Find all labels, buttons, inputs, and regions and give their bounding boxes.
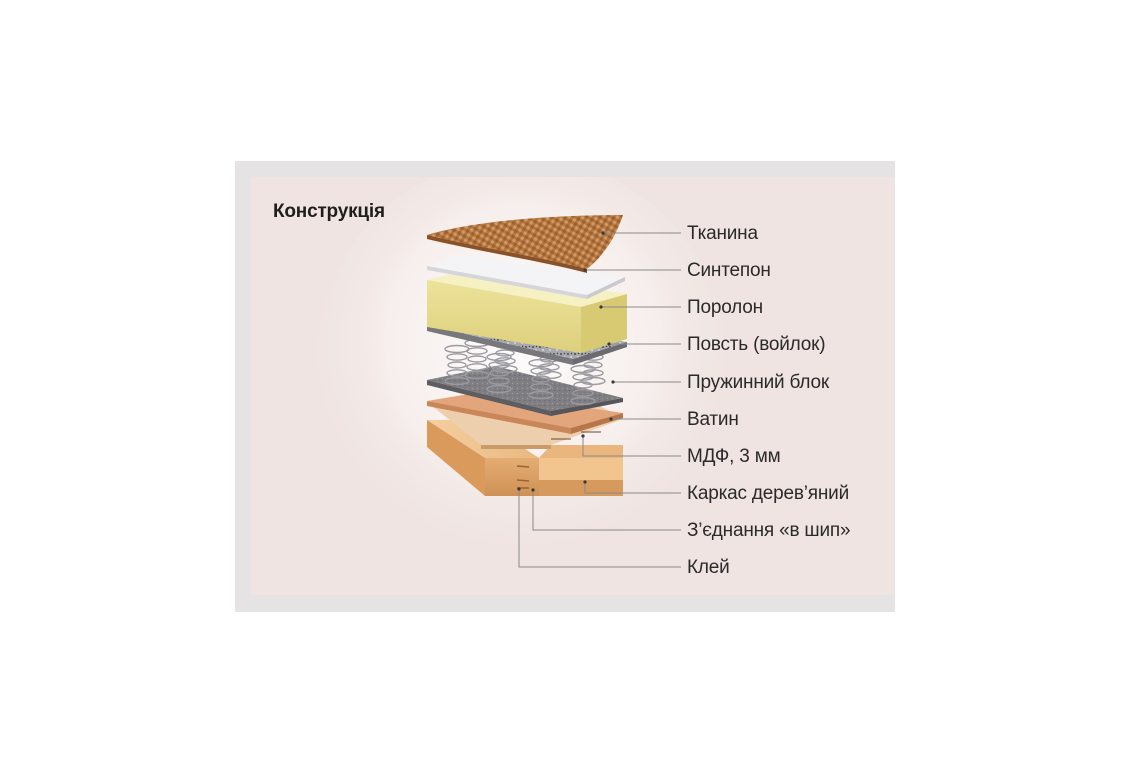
label-wadding: Ватин xyxy=(687,409,739,430)
leader-line-glue xyxy=(518,489,681,568)
label-glue: Клей xyxy=(687,557,730,578)
fabric-layer xyxy=(427,215,623,273)
leader-line-tenon-joint xyxy=(532,490,681,531)
construction-panel: Конструкція Тканина Синтепон Поролон Пов… xyxy=(251,177,894,595)
felt-bottom-layer xyxy=(427,366,623,416)
label-mdf: МДФ, 3 мм xyxy=(687,446,781,467)
label-felt: Повсть (войлок) xyxy=(687,334,826,355)
label-fabric: Тканина xyxy=(687,223,758,244)
background-glow xyxy=(316,177,726,567)
label-wooden-frame: Каркас дерев’яний xyxy=(687,483,849,504)
label-foam: Поролон xyxy=(687,297,763,318)
layers-illustration xyxy=(316,177,726,568)
leader-line-mdf xyxy=(582,436,681,457)
leader-lines xyxy=(518,232,681,568)
spring-block xyxy=(444,332,606,406)
leader-dots xyxy=(517,231,615,492)
foam-layer xyxy=(427,270,627,353)
label-spring-block: Пружинний блок xyxy=(687,372,829,393)
leader-line-wooden-frame xyxy=(584,482,681,494)
sintepon-layer xyxy=(427,255,625,299)
label-sintepon: Синтепон xyxy=(687,260,771,281)
label-tenon-joint: З’єднання «в шип» xyxy=(687,520,851,541)
panel-title: Конструкція xyxy=(273,201,385,222)
